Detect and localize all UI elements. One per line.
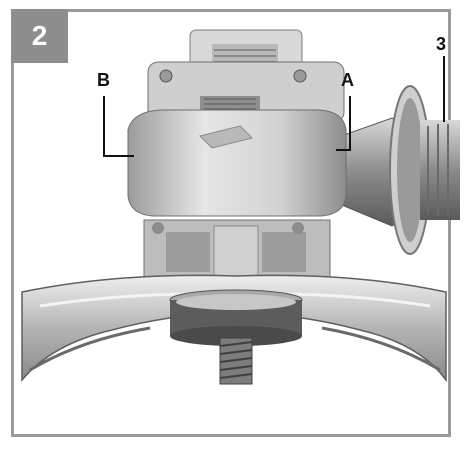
figure-number-badge: 2 bbox=[11, 9, 68, 63]
leader-lines bbox=[103, 56, 445, 157]
callout-a: A bbox=[341, 70, 354, 90]
spindle-flange bbox=[169, 289, 303, 385]
side-handle bbox=[329, 85, 460, 255]
callout-b: B bbox=[97, 70, 110, 90]
callout-3: 3 bbox=[436, 34, 447, 54]
gear-head bbox=[127, 29, 347, 293]
